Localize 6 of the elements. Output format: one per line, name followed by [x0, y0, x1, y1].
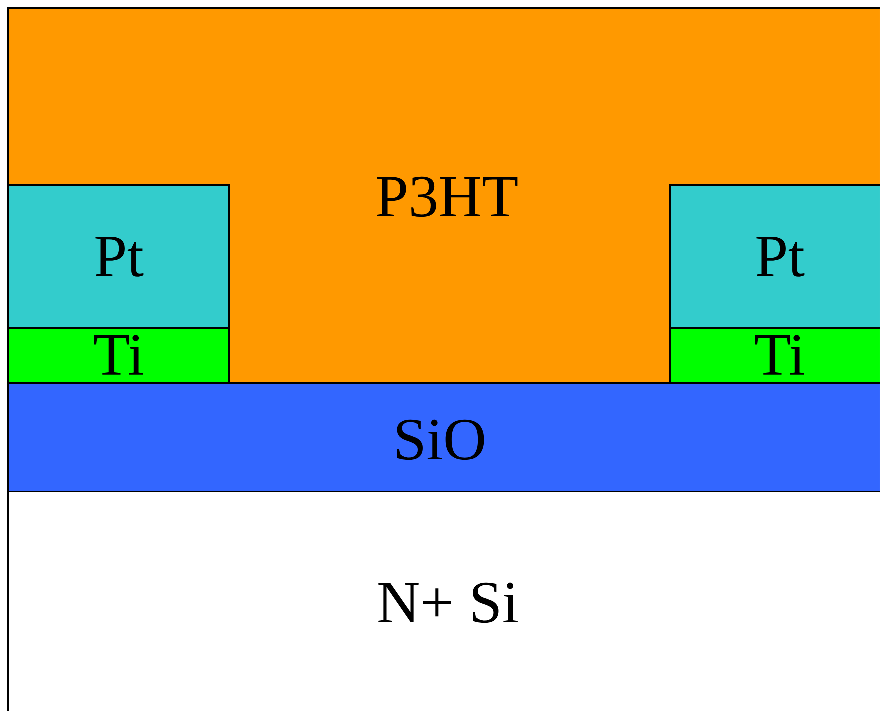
layer-box: Pt	[7, 184, 230, 329]
layer-box: Ti	[669, 326, 880, 384]
layer-band: N+ Si	[7, 492, 880, 711]
layer-box: Pt	[669, 184, 880, 329]
layer-box: Ti	[7, 326, 230, 384]
layer-band: SiO	[7, 382, 880, 493]
